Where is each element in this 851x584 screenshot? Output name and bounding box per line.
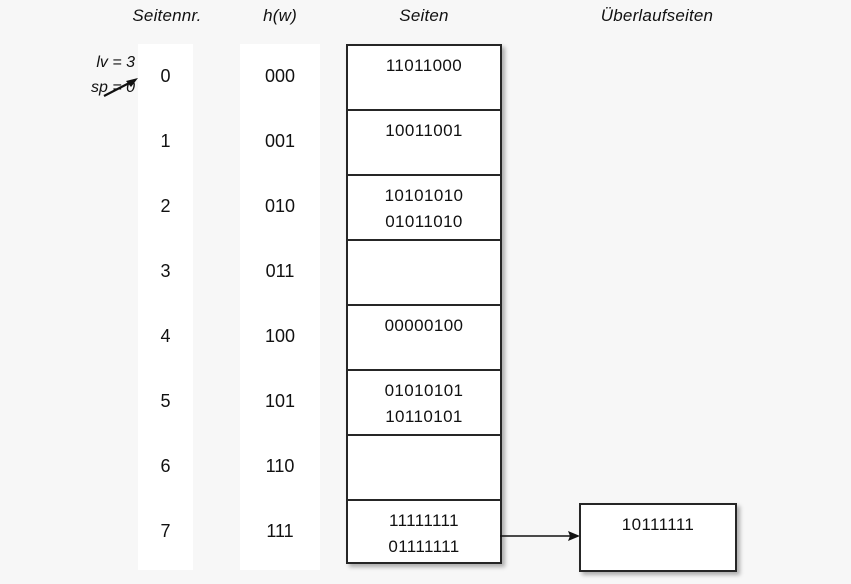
hw-cell: 010 <box>264 196 296 216</box>
arrow-right-icon <box>103 78 138 97</box>
hw-cell: 100 <box>264 326 296 346</box>
page-record: 01010101 <box>384 381 464 400</box>
page-cell: 11111111 01111111 <box>348 501 500 566</box>
page-record: 10101010 <box>384 186 464 205</box>
seitennr-cell: 6 <box>160 456 171 476</box>
column-hw: 000 001 010 011 100 101 110 111 <box>240 44 320 570</box>
seitennr-cell: 3 <box>160 261 171 281</box>
overflow-record: 10111111 <box>621 515 695 534</box>
page-record: 11111111 <box>388 511 459 530</box>
seitennr-cell: 1 <box>160 131 171 151</box>
column-header-seiten: Seiten <box>399 6 449 25</box>
seitennr-cell: 2 <box>160 196 171 216</box>
level-split-annotation: lv = 3 sp = 0 <box>30 50 135 100</box>
page-cell: 01010101 10110101 <box>348 371 500 436</box>
hw-cell: 011 <box>265 261 295 281</box>
seitennr-cell: 7 <box>160 521 171 541</box>
page-cell: 10011001 <box>348 111 500 176</box>
page-cell: 10101010 01011010 <box>348 176 500 241</box>
page-record: 01011010 <box>385 212 463 231</box>
page-cell: 00000100 <box>348 306 500 371</box>
page-record: 10011001 <box>385 121 463 140</box>
hw-cell: 001 <box>264 131 296 151</box>
annotation-lv: lv = 3 <box>96 54 135 71</box>
page-cell: 11011000 <box>348 46 500 111</box>
hw-cell: 101 <box>264 391 296 411</box>
overflow-page-box: 10111111 <box>579 503 737 572</box>
column-seitennr: 0 1 2 3 4 5 6 7 <box>138 44 193 570</box>
page-record: 10110101 <box>385 407 463 426</box>
seitennr-cell: 5 <box>160 391 171 411</box>
column-header-seitennr: Seitennr. <box>132 6 202 25</box>
hw-cell: 000 <box>264 66 296 86</box>
column-seiten: 11011000 10011001 10101010 01011010 00000100… <box>346 44 502 564</box>
page-record: 00000100 <box>384 316 464 335</box>
seitennr-cell: 4 <box>160 326 171 346</box>
page-record: 01111111 <box>388 537 460 556</box>
annotation-sp: sp = 0 <box>90 79 135 96</box>
seitennr-cell: 0 <box>160 66 171 86</box>
page-cell <box>348 436 500 501</box>
page-record: 11011000 <box>385 56 463 75</box>
column-header-hw: h(w) <box>263 6 297 25</box>
hw-cell: 110 <box>265 456 295 476</box>
page-cell <box>348 241 500 306</box>
column-header-ueberlaufseiten: Überlaufseiten <box>600 6 714 25</box>
arrow-right-icon <box>500 531 580 541</box>
hw-cell: 111 <box>266 521 294 541</box>
